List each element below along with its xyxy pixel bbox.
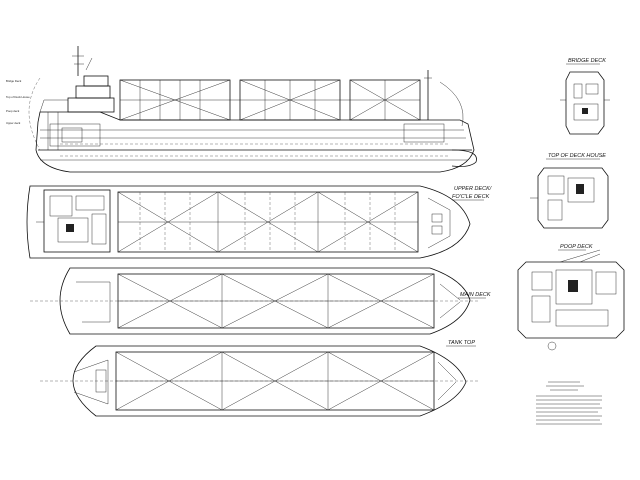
poop-deck-plan (517, 249, 625, 351)
bridge-deck-plan (560, 71, 610, 135)
profile-label-poop-deck: Poop deck (6, 109, 20, 113)
upper-deck-plan (26, 185, 471, 259)
svg-text:FO'C'LE DECK: FO'C'LE DECK (452, 194, 490, 200)
top-of-deck-house-plan (530, 167, 609, 229)
main-deck-label: MAIN DECK (458, 292, 491, 299)
poop-deck-label: POOP DECK (558, 244, 593, 251)
main-deck-plan (30, 267, 480, 335)
svg-text:BRIDGE DECK: BRIDGE DECK (568, 58, 606, 64)
svg-text:TOP OF DECK HOUSE: TOP OF DECK HOUSE (548, 153, 606, 159)
profile-deck-labels: Bridge Deck Top of Deck House Poop deck … (6, 79, 30, 125)
particulars-table (536, 381, 602, 425)
side-profile-view (28, 46, 477, 173)
tank-top-label: TANK TOP (446, 340, 476, 347)
svg-text:POOP DECK: POOP DECK (560, 244, 593, 250)
profile-label-top-of-deck-house: Top of Deck House (6, 95, 30, 99)
profile-label-upper-deck: Upper deck (6, 121, 21, 125)
svg-text:UPPER DECK/: UPPER DECK/ (454, 186, 492, 192)
upper-deck-label: UPPER DECK/ FO'C'LE DECK (452, 186, 492, 201)
svg-text:TANK TOP: TANK TOP (448, 340, 475, 346)
bridge-deck-label: BRIDGE DECK (566, 58, 606, 65)
svg-text:MAIN DECK: MAIN DECK (460, 292, 491, 298)
tank-top-plan (40, 345, 480, 417)
profile-label-bridge-deck: Bridge Deck (6, 79, 22, 83)
top-of-deck-house-label: TOP OF DECK HOUSE (546, 153, 606, 160)
